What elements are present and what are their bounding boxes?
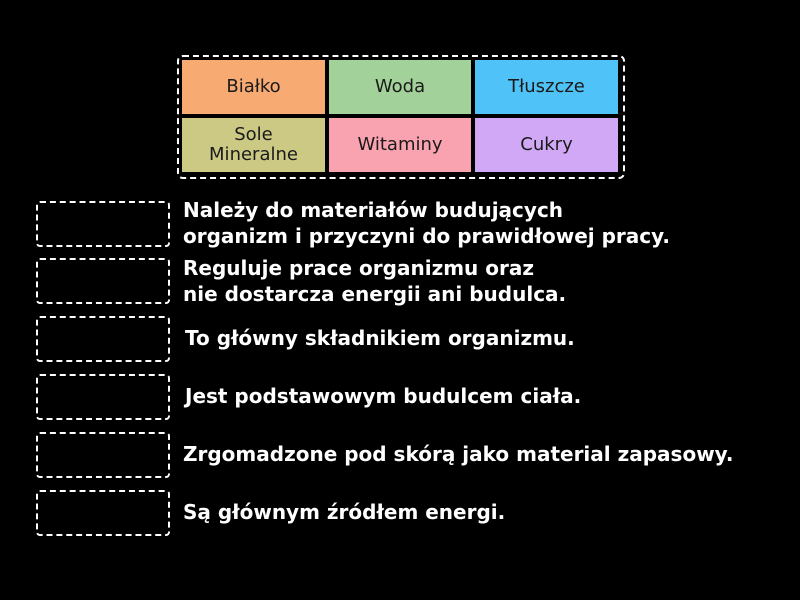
- clue-line: Jest podstawowym budulcem ciała.: [185, 384, 582, 408]
- clue-2: Reguluje prace organizmu oraz nie dostar…: [183, 255, 566, 307]
- tile-cukry[interactable]: Cukry: [475, 118, 618, 172]
- tile-label-line2: Mineralne: [209, 144, 298, 165]
- drop-slot-1[interactable]: [36, 201, 170, 247]
- drop-slot-5[interactable]: [36, 432, 170, 478]
- clue-line: Reguluje prace organizmu oraz: [183, 256, 534, 280]
- clue-1: Należy do materiałów budujących organizm…: [183, 197, 670, 249]
- tile-label-line1: Sole: [234, 124, 273, 145]
- tile-witaminy[interactable]: Witaminy: [329, 118, 471, 172]
- drop-slot-3[interactable]: [36, 316, 170, 362]
- tile-woda[interactable]: Woda: [329, 60, 471, 114]
- tile-label: Cukry: [520, 134, 573, 155]
- tile-label: Witaminy: [357, 134, 443, 155]
- drop-slot-6[interactable]: [36, 490, 170, 536]
- tile-label: Woda: [374, 76, 426, 97]
- clue-3: To główny składnikiem organizmu.: [185, 325, 575, 351]
- clue-line: To główny składnikiem organizmu.: [185, 326, 575, 350]
- clue-5: Zrgomadzone pod skórą jako material zapa…: [183, 441, 733, 467]
- clue-4: Jest podstawowym budulcem ciała.: [185, 383, 581, 409]
- clue-6: Są głównym źródłem energi.: [183, 499, 505, 525]
- clue-line: Zrgomadzone pod skórą jako material zapa…: [183, 442, 734, 466]
- clue-line: Są głównym źródłem energi.: [183, 500, 506, 524]
- clue-line: Należy do materiałów budujących: [183, 198, 564, 222]
- tile-bialko[interactable]: Białko: [182, 60, 325, 114]
- clue-line: organizm i przyczyni do prawidłowej prac…: [183, 224, 670, 248]
- tile-sole-mineralne[interactable]: Sole Mineralne: [182, 118, 325, 172]
- tile-label: Białko: [226, 76, 281, 97]
- drop-slot-4[interactable]: [36, 374, 170, 420]
- tile-label: Tłuszcze: [508, 76, 585, 97]
- answer-bank: [177, 55, 625, 179]
- tile-tluszcze[interactable]: Tłuszcze: [475, 60, 618, 114]
- clue-line: nie dostarcza energii ani budulca.: [183, 282, 567, 306]
- drop-slot-2[interactable]: [36, 258, 170, 304]
